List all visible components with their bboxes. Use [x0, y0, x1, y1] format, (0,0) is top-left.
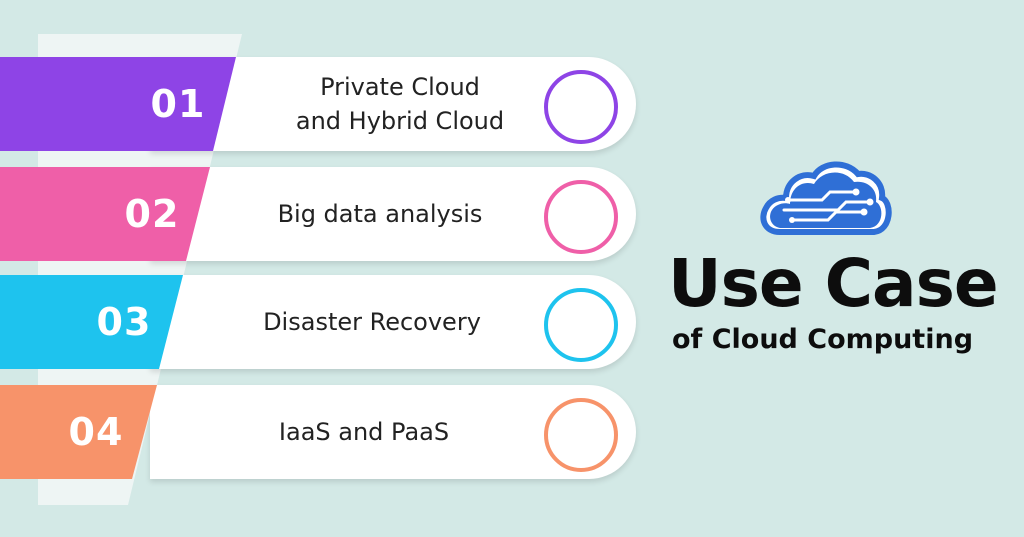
- number-band: [0, 167, 210, 261]
- band-shape: [0, 275, 183, 369]
- item-label-line1: Private Cloud: [320, 73, 480, 101]
- circle-icon: [544, 288, 618, 362]
- circle-icon: [544, 70, 618, 144]
- band-shape: [0, 167, 210, 261]
- item-number: 01: [150, 82, 206, 126]
- use-case-item-2: 02 Big data analysis: [0, 167, 640, 263]
- band-shape: [0, 385, 157, 479]
- title-sub: of Cloud Computing: [672, 324, 974, 355]
- number-band: [0, 275, 183, 369]
- use-case-item-3: 03 Disaster Recovery: [0, 275, 640, 371]
- use-case-item-1: 01 Private Cloud and Hybrid Cloud: [0, 57, 640, 153]
- title-main: Use Case: [668, 245, 999, 322]
- item-label: Private Cloud and Hybrid Cloud: [250, 57, 550, 151]
- circle-icon: [544, 398, 618, 472]
- circle-icon: [544, 180, 618, 254]
- item-label-line2: and Hybrid Cloud: [295, 107, 505, 135]
- item-number: 02: [124, 192, 180, 236]
- item-label: IaaS and PaaS: [278, 418, 450, 446]
- item-number: 03: [96, 300, 152, 344]
- cloud-circuit-icon: [760, 161, 892, 235]
- number-band: [0, 385, 157, 479]
- item-number: 04: [68, 410, 124, 454]
- item-label: Big data analysis: [277, 200, 483, 228]
- use-case-item-4: 04 IaaS and PaaS: [0, 385, 640, 481]
- band-shape: [0, 57, 236, 151]
- item-label: Disaster Recovery: [263, 308, 481, 336]
- number-band: [0, 57, 236, 151]
